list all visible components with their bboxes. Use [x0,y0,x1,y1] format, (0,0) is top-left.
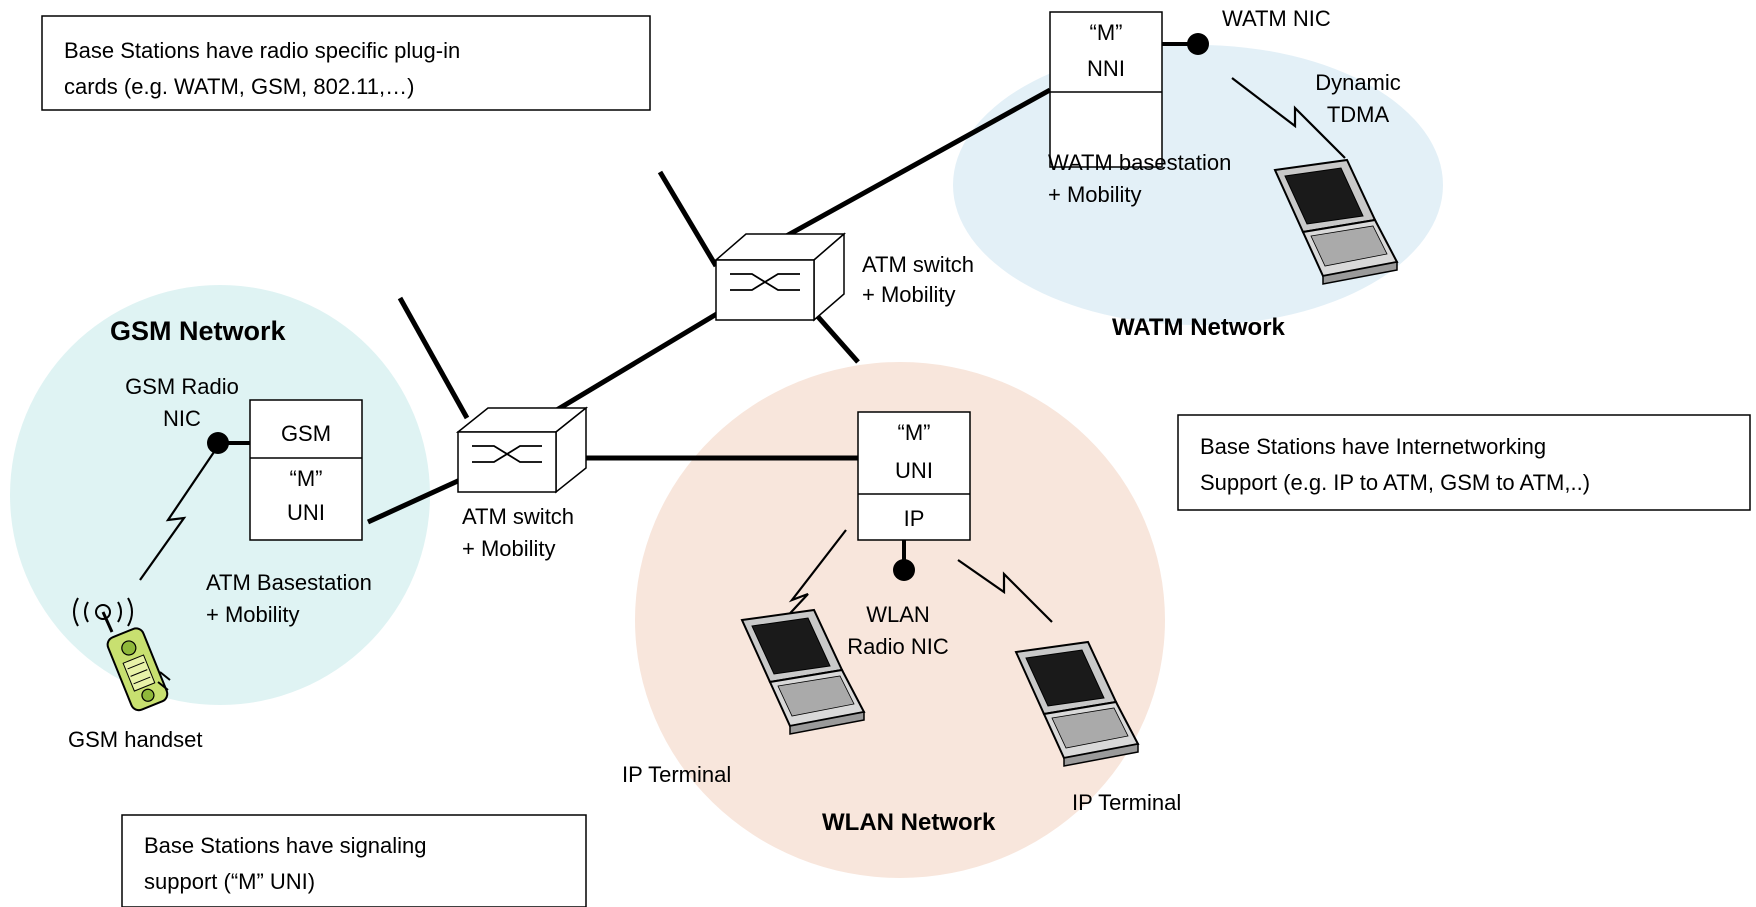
ip-terminal-right-laptop-icon [1014,640,1140,767]
watm-nic-dot [1187,33,1209,55]
watm-bs-top-cell: “M”NNI [1087,20,1125,81]
upper-atm-switch [713,232,847,322]
watm-laptop-icon [1273,158,1399,285]
gsm-nic-dot [207,432,229,454]
ip-terminal-left-laptop-icon [740,608,866,735]
upper-switch-label: ATM switch+ Mobility [862,252,974,307]
watm-nic-label: WATM NIC [1222,6,1331,31]
wlan-bs-bottom-cell: IP [904,506,925,531]
gsm-handset-label: GSM handset [68,727,203,752]
gsm-bs-caption: ATM Basestation+ Mobility [206,570,372,627]
wlan-bs-top-cell: “M”UNI [895,420,933,483]
stub-upper-switch-top [657,170,719,268]
wlan-basestation: “M”UNI IP [755,411,1053,651]
gsm-network-title: GSM Network [110,316,287,346]
watm-network-title: WATM Network [1112,314,1286,341]
wlan-nic-dot [893,559,915,581]
gsm-radio-link [139,451,215,581]
ip-terminal-left-label: IP Terminal [622,762,731,787]
wlan-link-right [957,559,1053,623]
gsm-bs-top-cell: GSM [281,421,331,446]
lower-switch-label: ATM switch+ Mobility [462,504,574,561]
stub-lower-switch [397,296,470,420]
gsm-basestation: GSM “M”UNI [139,399,363,581]
line-gsm-bs-to-lower-switch [366,477,462,525]
ip-terminal-right-label: IP Terminal [1072,790,1181,815]
callout-radio-cards: Base Stations have radio specific plug-i… [41,15,651,111]
gsm-handset-icon [73,597,171,712]
gsm-network-cloud [10,285,430,705]
wlan-network-cloud [635,362,1165,878]
wlan-network-title: WLAN Network [822,809,996,836]
callout-radio-cards-text: Base Stations have radio specific plug-i… [64,38,460,99]
watm-basestation: “M”NNI [1049,11,1346,168]
lower-atm-switch [455,406,589,494]
line-upper-switch-to-watm-bs [768,87,1052,248]
watm-bs-caption: WATM basestation+ Mobility [1048,150,1231,207]
gsm-bs-bottom-cell: “M”UNI [287,466,325,525]
stub-upper-switch-bottom [810,308,860,364]
watm-radio-link [1231,77,1346,159]
